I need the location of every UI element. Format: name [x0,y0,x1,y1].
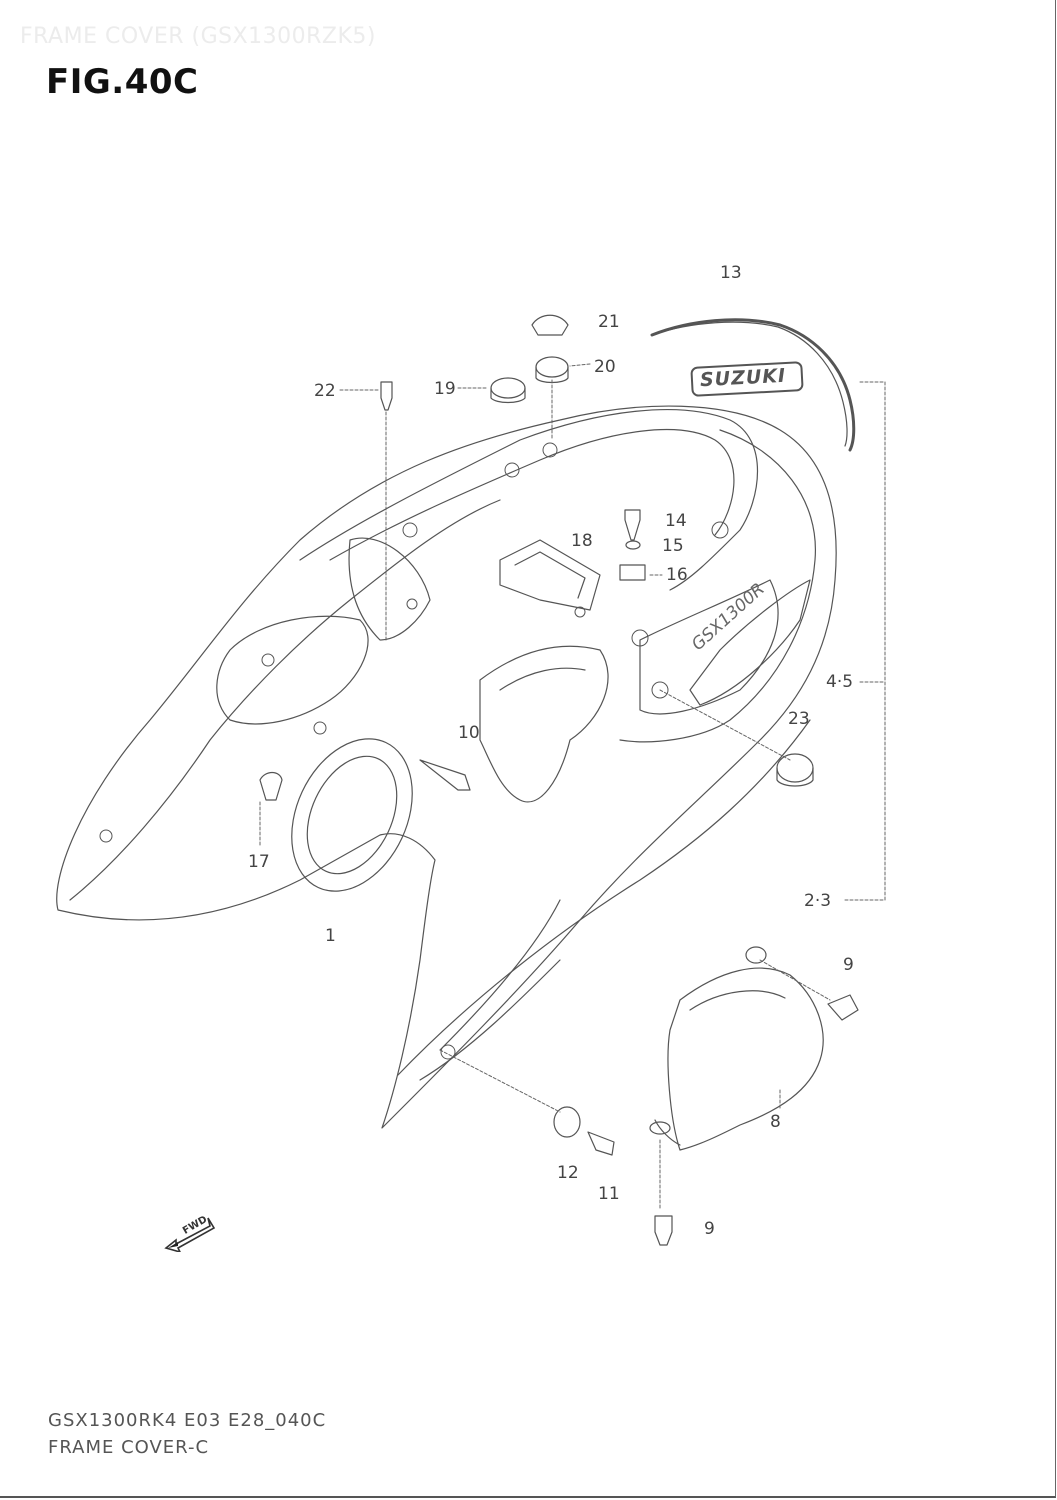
part-21-cap [531,314,569,336]
tail-light [291,738,413,892]
part-23-grommet [776,753,814,783]
callout-1: 1 [325,926,336,946]
callout-12: 12 [557,1163,579,1183]
callout-9-lower: 9 [704,1219,715,1239]
callout-22: 22 [314,381,336,401]
fwd-arrow-icon: FWD [164,1212,216,1254]
part-9-screw-upper [827,994,859,1021]
seat-frame-ring [299,409,759,591]
callout-21: 21 [598,312,620,332]
tail-cowl-seam [439,899,561,1051]
callout-23: 23 [788,709,810,729]
bracket-18-inner [514,551,586,599]
part-9-screw-lower [654,1215,673,1246]
mounting-holes [99,442,729,1060]
callout-13: 13 [720,263,742,283]
bracket-18 [499,539,601,611]
seat-frame-plate [639,579,779,715]
part-17-clip [259,771,283,801]
callout-16: 16 [666,565,688,585]
tail-cowl-inner-edge [69,499,501,901]
seat-frame-ring-inner [329,428,735,561]
suzuki-logo-text: SUZUKI [699,364,787,392]
callout-8: 8 [770,1112,781,1132]
faint-header-title: FRAME COVER (GSX1300RZK5) [20,24,377,49]
callout-19: 19 [434,379,456,399]
part-11-screw [587,1131,615,1156]
part-19-cap [490,377,526,399]
callout-15: 15 [662,536,684,556]
callout-18: 18 [571,531,593,551]
drawing-caption: FRAME COVER-C [48,1437,210,1458]
part-22-screw [380,381,393,411]
callout-10: 10 [458,723,480,743]
side-badge-outline [689,579,811,706]
callout-4-5: 4·5 [826,672,854,692]
callout-20: 20 [594,357,616,377]
seat-frame-right [619,429,816,743]
tail-cowl-outline [56,405,837,1129]
left-inner-panel [216,615,369,725]
callout-17: 17 [248,852,270,872]
center-bracket [479,645,609,803]
part-14-bolt [624,509,641,541]
left-bracket [348,537,431,641]
callout-14: 14 [665,511,687,531]
callout-2-3: 2·3 [804,891,832,911]
leader-lines [259,363,886,1211]
callout-9-upper: 9 [843,955,854,975]
part-12-collar [553,1106,581,1138]
drawing-code: GSX1300RK4 E03 E28_040C [48,1410,327,1431]
center-bracket-inner [499,667,586,691]
part-10-bolt [419,759,471,791]
part-16-nut [619,564,646,581]
grab-handle-inner [651,321,848,447]
figure-label: FIG.40C [46,62,199,102]
side-cover-8 [667,967,824,1151]
tail-cowl-lower-edge [397,719,811,1076]
part-20-grommet [535,356,569,378]
part-15-washer [625,540,641,550]
tail-light-inner [306,755,398,875]
suzuki-logo-plate [690,361,804,397]
tail-cowl-seam-2 [419,959,561,1081]
grab-handle [650,318,856,452]
callout-11: 11 [598,1184,620,1204]
